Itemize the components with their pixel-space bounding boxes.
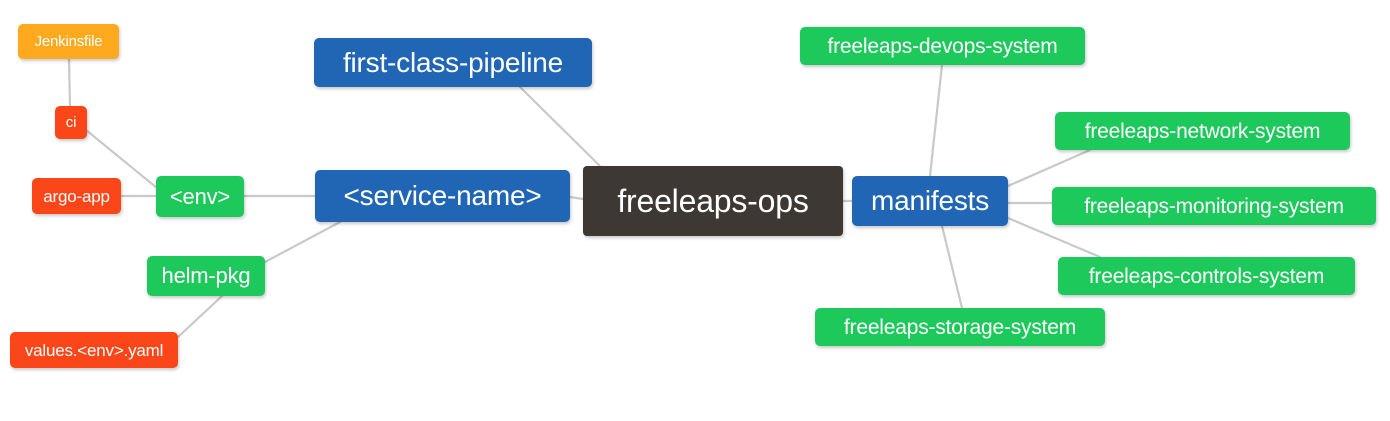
edge-manifests-to-freeleaps-devops-system bbox=[928, 63, 944, 178]
edge-jenkinsfile-to-ci bbox=[67, 57, 72, 108]
node-freeleaps-devops-system[interactable]: freeleaps-devops-system bbox=[800, 27, 1085, 65]
edge-service-name-to-freeleaps-ops bbox=[568, 195, 585, 201]
node-freeleaps-controls-system[interactable]: freeleaps-controls-system bbox=[1058, 257, 1355, 295]
edge-values-env-yaml-to-helm-pkg bbox=[176, 294, 224, 339]
node-helm-pkg[interactable]: helm-pkg bbox=[147, 256, 265, 296]
node-service-name[interactable]: <service-name> bbox=[315, 170, 570, 222]
node-values-env-yaml[interactable]: values.<env>.yaml bbox=[10, 332, 178, 368]
node-freeleaps-network-system[interactable]: freeleaps-network-system bbox=[1055, 112, 1350, 150]
node-ci[interactable]: ci bbox=[55, 106, 87, 139]
node-freeleaps-ops[interactable]: freeleaps-ops bbox=[583, 166, 843, 236]
node-freeleaps-storage-system[interactable]: freeleaps-storage-system bbox=[815, 308, 1105, 346]
node-argo-app[interactable]: argo-app bbox=[32, 178, 121, 214]
node-freeleaps-monitoring-system[interactable]: freeleaps-monitoring-system bbox=[1052, 187, 1376, 225]
node-manifests[interactable]: manifests bbox=[852, 176, 1008, 226]
node-first-class-pipeline[interactable]: first-class-pipeline bbox=[314, 38, 592, 87]
node-env[interactable]: <env> bbox=[156, 176, 244, 217]
edge-manifests-to-freeleaps-storage-system bbox=[940, 224, 964, 310]
node-jenkinsfile[interactable]: Jenkinsfile bbox=[18, 24, 119, 59]
edge-helm-pkg-to-service-name bbox=[263, 220, 342, 264]
edge-manifests-to-freeleaps-network-system bbox=[1006, 148, 1092, 188]
edge-first-class-pipeline-to-freeleaps-ops bbox=[518, 85, 602, 168]
